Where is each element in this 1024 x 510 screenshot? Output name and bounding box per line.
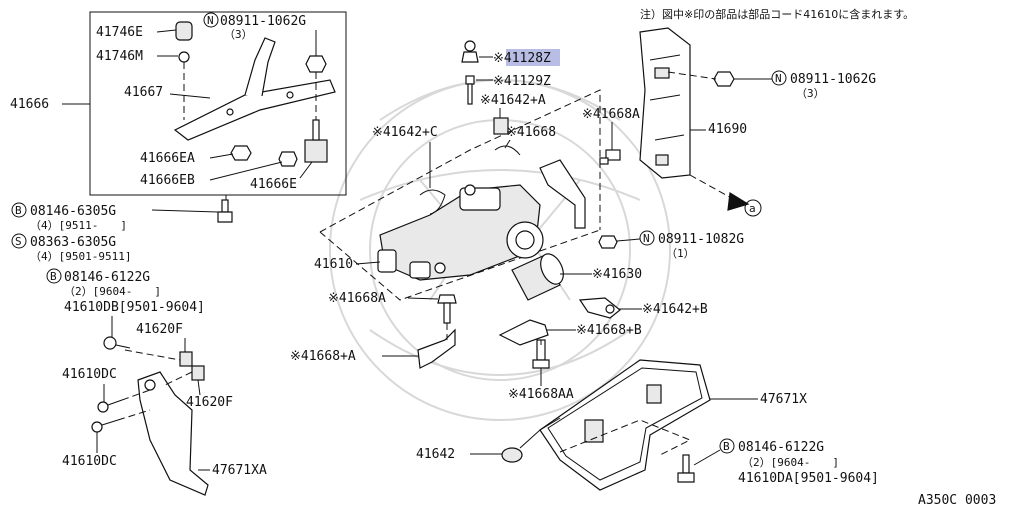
collar-41746M-part (178, 51, 190, 63)
tray-47671X-part (539, 359, 711, 491)
grommet-41746E-part (175, 21, 193, 41)
bolt-41668AA-part (532, 339, 550, 369)
label-47671X: 47671X (760, 392, 807, 407)
mount-41666E-part (304, 119, 328, 163)
label-41666: 41666 (10, 97, 49, 112)
label-08146-6122G-left-sub: （2）[9604- ] (64, 285, 161, 298)
label-08911-1082G: 08911-1082G (658, 232, 744, 247)
label-08146-6122G-right: 08146-6122G (738, 440, 824, 455)
bolt-41668A-mid-part (437, 294, 457, 324)
bolt-left-part (217, 199, 233, 223)
screw-41610DB-part (103, 336, 131, 350)
label-41746M: 41746M (96, 49, 143, 64)
label-41642A: ※41642+A (480, 93, 546, 108)
label-41610DB: 41610DB[9501-9604] (64, 300, 205, 315)
label-41642B: ※41642+B (642, 302, 708, 317)
label-41128Z[interactable]: ※41128Z (493, 51, 551, 66)
motor-41630-part (511, 253, 564, 301)
label-41129Z: ※41129Z (493, 74, 551, 89)
bracket-47671XA-part (137, 371, 209, 496)
label-41610: 41610 (314, 257, 353, 272)
bolt-41668A-right-part (599, 149, 621, 165)
circle-mark-n2: N (775, 72, 782, 85)
circle-mark-a: a (749, 202, 756, 215)
circle-mark-b2: B (50, 270, 57, 283)
bracket-41668-part (539, 159, 586, 229)
clamp-41642C-part (419, 189, 446, 215)
label-41642: 41642 (416, 447, 455, 462)
label-08146-6305G: 08146-6305G (30, 204, 116, 219)
stud-41129Z-part (465, 75, 475, 105)
highlight-41128Z (506, 49, 560, 66)
label-41610DA: 41610DA[9501-9604] (738, 471, 879, 486)
bracket-41642B-part (578, 297, 621, 319)
screw-41610DC-top-part (97, 399, 123, 413)
label-08363-6305G-sub: （4）[9501-9511] (30, 250, 131, 263)
label-41668B: ※41668+B (576, 323, 642, 338)
circle-mark-s: S (15, 235, 22, 248)
label-08363-6305G: 08363-6305G (30, 235, 116, 250)
label-41610DC-top: 41610DC (62, 367, 117, 382)
nut-41666EB-part (278, 151, 298, 167)
label-41690: 41690 (708, 122, 747, 137)
label-41666EB: 41666EB (140, 173, 195, 188)
circle-mark-n3: N (643, 232, 650, 245)
bracket-41667-part (173, 37, 336, 141)
label-41642C: ※41642+C (372, 125, 438, 140)
label-41668A-right: ※41668A (582, 107, 640, 122)
label-08146-6122G-left: 08146-6122G (64, 270, 150, 285)
label-41746E: 41746E (96, 25, 143, 40)
label-47671XA: 47671XA (212, 463, 267, 478)
circle-mark-n: N (207, 14, 214, 27)
circle-mark-b1: B (15, 204, 22, 217)
label-41668: ※41668 (506, 125, 556, 140)
label-41620F-top: 41620F (136, 322, 183, 337)
label-08911-1062G-right: 08911-1062G (790, 72, 876, 87)
label-41668Aplus: ※41668+A (290, 349, 356, 364)
nut-top-part (305, 55, 327, 73)
label-08911-1062G-top: 08911-1062G (220, 14, 306, 29)
nut-08911-1062G-right-part (713, 71, 735, 87)
clamp-41668-part (494, 145, 521, 156)
bracket-41690-part (639, 27, 691, 179)
label-41668A-mid: ※41668A (328, 291, 386, 306)
label-08146-6122G-right-sub: （2）[9604- ] (742, 456, 839, 469)
nut-41666EA-part (230, 145, 252, 161)
note-text: 注）図中※印の部品は部品コード41610に含まれます。 (640, 7, 914, 21)
label-08146-6305G-sub: （4）[9511- ] (30, 219, 127, 232)
diagram-code: A350C 0003 (918, 493, 996, 508)
label-qty-3-right: （3） (796, 87, 825, 100)
nut-08911-1082G-part (598, 235, 618, 249)
label-41668AA: ※41668AA (508, 387, 574, 402)
circle-mark-b3: B (723, 440, 730, 453)
clip-41642A-part (493, 117, 509, 135)
bolt-right-lower-part (677, 454, 695, 483)
clip-41620F-top-part (179, 351, 193, 367)
label-qty-1: （1） (666, 247, 695, 260)
label-qty-3-top: （3） (224, 28, 253, 41)
label-41666E: 41666E (250, 177, 297, 192)
label-41630: ※41630 (592, 267, 642, 282)
label-41610DC-bottom: 41610DC (62, 454, 117, 469)
screw-41610DC-bottom-part (91, 419, 119, 433)
label-41620F-bottom: 41620F (186, 395, 233, 410)
label-41667: 41667 (124, 85, 163, 100)
grommet-41642-part (501, 417, 561, 463)
clip-41620F-bottom-part (191, 365, 205, 381)
bracket-41668Aplus-part (417, 328, 456, 369)
hydraulic-unit-41610-part (377, 184, 544, 281)
plug-41128Z-part (461, 40, 479, 63)
label-41666EA: 41666EA (140, 151, 195, 166)
